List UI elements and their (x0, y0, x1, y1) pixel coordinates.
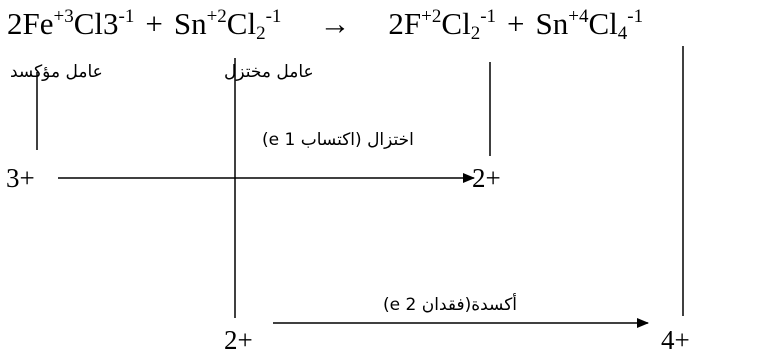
fe-product-anion-subscript: 2 (470, 23, 481, 44)
reducing-agent-label: عامل مختزل (224, 62, 314, 82)
sn-ox-state: +2 (206, 6, 227, 27)
sn-reactant: Sn+2Cl2-1 (173, 6, 282, 44)
sn-anion: Cl (226, 6, 257, 41)
sn-product-anion-ox: -1 (627, 6, 644, 27)
sn-product-element: Sn (535, 6, 569, 41)
fe-anion-ox: -1 (118, 6, 135, 27)
sn-anion-subscript: 2 (256, 23, 266, 44)
sn-end-charge: 4+ (661, 325, 690, 355)
sn-element: Sn (173, 6, 207, 41)
sn-product: Sn+4Cl4-1 (535, 6, 644, 44)
fe-product: 2F+2Cl2-1 (388, 6, 497, 44)
fe-element: 2Fe (7, 6, 54, 41)
fe-reactant: 2Fe+3Cl3-1 (7, 6, 134, 41)
fe-end-charge: 2+ (472, 163, 501, 193)
fe-start-charge: 3+ (6, 163, 35, 193)
fe-product-element: 2F (388, 6, 422, 41)
sn-product-anion-subscript: 4 (617, 23, 628, 44)
fe-product-anion-ox: -1 (480, 6, 497, 27)
fe-anion: Cl3 (73, 6, 119, 41)
sn-product-anion: Cl (588, 6, 618, 41)
reduction-label: اختزال (اكتساب e 1) (262, 130, 414, 150)
fe-product-anion: Cl (441, 6, 471, 41)
plus-sign-2: + (507, 6, 525, 41)
oxidation-label: أكسدة(فقدان e 2) (383, 295, 518, 315)
sn-start-charge: 2+ (224, 325, 253, 355)
oxidizing-agent-label: عامل مؤكسد (10, 62, 103, 82)
chemical-equation: 2Fe+3Cl3-1+Sn+2Cl2-1→2F+2Cl2-1+Sn+4Cl4-1 (7, 2, 643, 46)
reaction-arrow: → (319, 6, 351, 41)
fe-product-ox-state: +2 (421, 6, 442, 27)
plus-sign: + (145, 6, 163, 41)
fe-ox-state: +3 (53, 6, 74, 27)
sn-anion-ox: -1 (265, 6, 282, 27)
sn-product-ox-state: +4 (568, 6, 589, 27)
